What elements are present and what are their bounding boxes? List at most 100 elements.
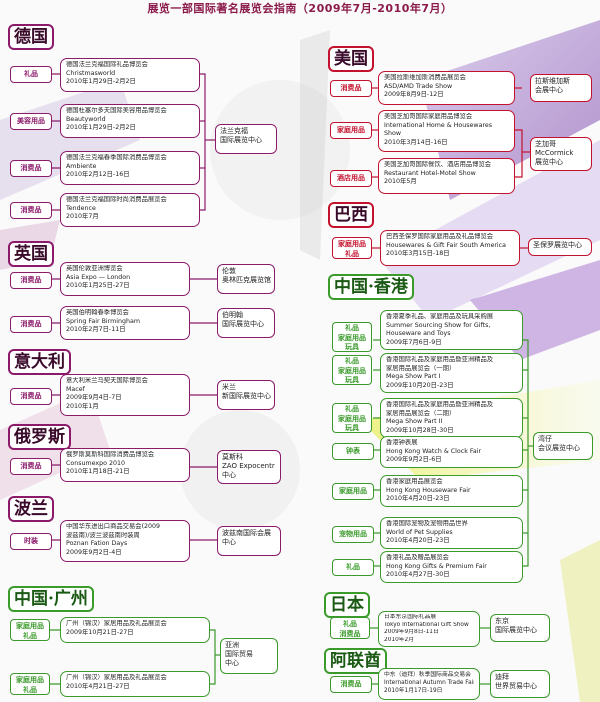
venue-wanchai: 湾仔 会议展览中心 — [533, 432, 593, 460]
fair-beautyworld[interactable]: 德国杜塞尔多夫国际美容用品博览会 Beautyworld 2010年1月29日-… — [60, 104, 200, 138]
fair-date: 2010年1月 — [66, 403, 184, 412]
fair-date: 2009年8月9日-12日 — [384, 91, 509, 100]
fair-name-cn: 香港夏季礼品、家庭用品及玩具采购展 — [386, 313, 517, 322]
venue-line: McCormick — [535, 149, 587, 158]
fair-date: 2010年3月14日-16日 — [384, 139, 509, 148]
fair-mega-show-2[interactable]: 香港国际礼品及家庭用品暨亚洲精品及 家居用品展览会（二期） Mega Show … — [380, 398, 523, 438]
venue-mccormick: 芝加哥 McCormick 展览中心 — [530, 137, 592, 171]
fair-name-cn: 意大利米兰马契夫国际博览会 — [66, 377, 184, 386]
fair-name-en: Restaurant Hotel-Motel Show — [384, 170, 509, 179]
tag-consumer: 消费品 — [10, 458, 52, 475]
fair-tendence[interactable]: 德国法兰克福国际时尚消费品展览会 Tendence 2010年7月 — [60, 193, 200, 227]
fair-date: 2010年4月21日-27日 — [66, 683, 204, 692]
fair-date: 2010年2月7日-11日 — [66, 326, 184, 335]
country-poland: 波兰 — [8, 496, 54, 522]
tag-line: 礼品 — [331, 619, 369, 629]
fair-name-en: Beautyworld — [66, 116, 194, 125]
fair-name-en: Christmasworld — [66, 70, 194, 79]
fair-home-housewares[interactable]: 美国芝加哥国际家庭用品博览会 International Home & Hous… — [378, 110, 515, 152]
tag-line: 礼品 — [11, 685, 49, 695]
fair-watch-clock[interactable]: 香港钟表展 Hong Kong Watch & Clock Fair 2009年… — [380, 436, 523, 468]
fair-date: 2010年2月 — [384, 637, 474, 645]
fair-pet-supplies[interactable]: 香港国际宠物及宠物用品世界 World of Pet Supplies 2010… — [380, 517, 523, 549]
fair-macef[interactable]: 意大利米兰马契夫国际博览会 Macef 2009年9月4日-7日 2010年1月 — [60, 374, 190, 416]
fair-date: 2009年9月4日-7日 — [66, 394, 184, 403]
tag-gifts-housewares-toys: 礼品 家庭用品 玩具 — [332, 322, 372, 352]
fair-date: 2009年10月20日-23日 — [386, 382, 517, 391]
fair-date: 2009年9月8日-11日 — [384, 629, 474, 637]
tag-hotel: 酒店用品 — [330, 170, 372, 187]
fair-restaurant-hotel[interactable]: 美国芝加哥国际餐饮、酒店用品博览会 Restaurant Hotel-Motel… — [378, 158, 515, 194]
tag-consumer: 消费品 — [330, 676, 372, 693]
fair-date: 2010年7月 — [66, 213, 194, 222]
fair-name-en: Spring Fair Birmingham — [66, 318, 184, 327]
fair-jinhan-spring[interactable]: 广州（锦汉）家居用品及礼品展览会 2010年4月21日-27日 — [60, 671, 210, 697]
fair-dubai-autumn[interactable]: 中东（迪拜）秋季国际商品交易会 International Autumn Tra… — [378, 668, 480, 700]
fair-name-en: Tendence — [66, 205, 194, 214]
tag-pet-supplies: 宠物用品 — [332, 526, 374, 543]
tag-consumer: 消费品 — [330, 80, 372, 97]
fair-name-cn: 广州（锦汉）家居用品及礼品展览会 — [66, 674, 204, 683]
venue-line: 会展中心 — [535, 86, 587, 95]
venue-las-vegas: 拉斯维加斯 会展中心 — [530, 74, 592, 102]
fair-houseware[interactable]: 香港家庭用品展览会 Hong Kong Houseware Fair 2010年… — [380, 475, 523, 507]
tag-housewares-gifts: 家庭用品 礼品 — [332, 237, 372, 259]
venue-line: 新国际展览中心 — [222, 392, 270, 401]
fair-jinhan-autumn[interactable]: 广州（锦汉）家居用品及礼品展览会 2009年10月21日-27日 — [60, 617, 210, 643]
fair-name-cn: 巴西圣保罗国际家庭用品及礼品博览会 — [386, 233, 514, 242]
fair-date: 2010年1月25日-27日 — [66, 282, 184, 291]
fair-name-en: Poznan Fation Days — [66, 540, 184, 549]
venue-tokyo: 东京 国际展览中心 — [490, 614, 550, 642]
fair-name-cn: 日本东京国际礼品展 — [384, 614, 474, 622]
fair-mega-show-1[interactable]: 香港国际礼品及家庭用品暨亚洲精品及 家居用品展览会（一期） Mega Show … — [380, 353, 523, 393]
fair-name-cn: 美国拉斯维加斯消费品展览会 — [384, 74, 509, 83]
venue-line: 世界贸易中心 — [495, 682, 545, 691]
venue-milan: 米兰 新国际展览中心 — [217, 380, 275, 410]
venue-line: ZAO Expocentr — [222, 462, 276, 471]
fair-name-cn: 广州（锦汉）家居用品及礼品展览会 — [66, 620, 204, 629]
fair-name-cn: 香港国际礼品及家庭用品暨亚洲精品及 — [386, 356, 517, 365]
venue-line: 中心 — [225, 659, 273, 668]
fair-date: 2010年4月20日-23日 — [386, 495, 517, 504]
country-japan: 日本 — [324, 592, 370, 618]
venue-line: 中心 — [222, 471, 276, 480]
venue-line: 法兰克福 — [220, 127, 272, 136]
fair-housewares-gift-sa[interactable]: 巴西圣保罗国际家庭用品及礼品博览会 Housewares & Gift Fair… — [380, 230, 520, 266]
fair-asd-amd[interactable]: 美国拉斯维加斯消费品展览会 ASD/AMD Trade Show 2009年8月… — [378, 71, 515, 105]
tag-consumer: 消费品 — [10, 316, 52, 333]
fair-spring-fair[interactable]: 英国伯明翰春季博览会 Spring Fair Birmingham 2010年2… — [60, 306, 190, 340]
venue-line: 圣保罗展览中心 — [533, 241, 587, 250]
venue-line: 芝加哥 — [535, 140, 587, 149]
tag-gifts-housewares-toys: 礼品 家庭用品 玩具 — [332, 403, 372, 433]
fair-name-cn: 香港国际礼品及家庭用品暨亚洲精品及 — [386, 401, 517, 410]
fair-name-cn: 家居用品展览会（一期） — [386, 365, 517, 374]
fair-christmasworld[interactable]: 德国法兰克福国际礼品博览会 Christmasworld 2010年1月29日-… — [60, 58, 200, 92]
fair-date: 2010年1月29日-2月2日 — [66, 124, 194, 133]
tag-line: 家庭用品 — [333, 239, 371, 249]
fair-name-en: ASD/AMD Trade Show — [384, 83, 509, 92]
fair-name-cn: 德国法兰克福春季国际消费品博览会 — [66, 154, 194, 163]
venue-line: 国际贸易 — [225, 650, 273, 659]
fair-summer-sourcing[interactable]: 香港夏季礼品、家庭用品及玩具采购展 Summer Sourcing Show f… — [380, 310, 523, 350]
country-uk: 英国 — [8, 241, 54, 267]
fair-name-en: Mega Show Part II — [386, 418, 517, 427]
fair-date: 2009年10月21日-27日 — [66, 629, 204, 638]
fair-consumexpo[interactable]: 俄罗斯莫斯科国际消费品博览会 Consumexpo 2010 2010年1月18… — [60, 448, 190, 482]
fair-tokyo-gift-show[interactable]: 日本东京国际礼品展 Tokyo International Gift Show … — [378, 611, 480, 647]
fair-date: 2009年10月28日-30日 — [386, 427, 517, 436]
venue-line: 湾仔 — [538, 435, 588, 444]
country-russia: 俄罗斯 — [8, 424, 71, 450]
tag-line: 玩具 — [333, 424, 371, 434]
tag-consumer: 消费品 — [10, 272, 52, 289]
fair-gifts-premium[interactable]: 香港礼品及赠品展览会 Hong Kong Gifts & Premium Fai… — [380, 551, 523, 583]
fair-asia-expo[interactable]: 英国伦敦亚洲博览会 Asia Expo — London 2010年1月25日-… — [60, 262, 190, 296]
tag-fashion: 时装 — [10, 533, 52, 550]
fair-name-cn: 香港家庭用品展览会 — [386, 478, 517, 487]
fair-ambiente[interactable]: 德国法兰克福春季国际消费品博览会 Ambiente 2010年2月12日-16日 — [60, 151, 200, 185]
fair-date: 2010年4月27日-30日 — [386, 571, 517, 580]
fair-poznan-fashion[interactable]: 中国华东进出口商品交易会(2009 波兹南)/波兰波兹南时装周 Poznan F… — [60, 520, 190, 562]
venue-line: 展览中心 — [535, 158, 587, 167]
fair-name-en: Hong Kong Houseware Fair — [386, 487, 517, 496]
fair-date: 2010年3月15日-18日 — [386, 250, 514, 259]
fair-name-cn: 香港国际宠物及宠物用品世界 — [386, 520, 517, 529]
